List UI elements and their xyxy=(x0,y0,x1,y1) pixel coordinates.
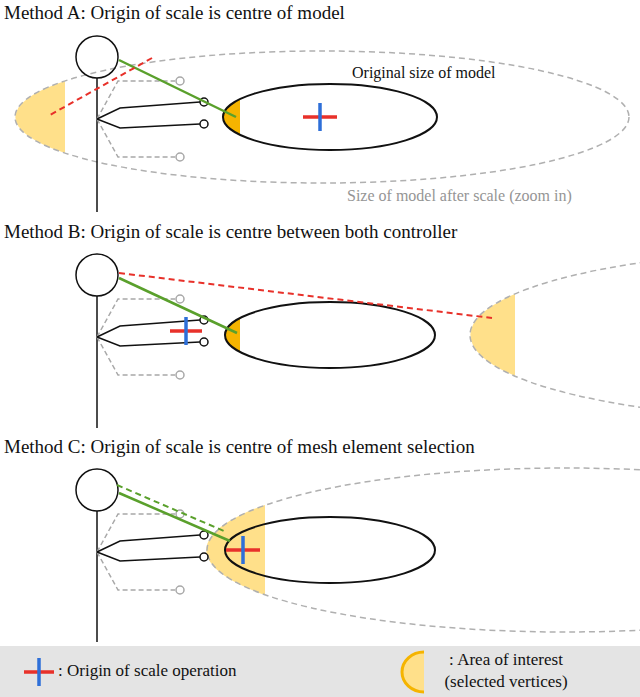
scale-origin xyxy=(241,536,245,564)
view-ray xyxy=(119,278,237,333)
arm xyxy=(97,119,200,128)
view-ray-after xyxy=(50,58,152,115)
controller-before xyxy=(176,153,184,161)
method-a-figure xyxy=(15,36,629,212)
arm-before xyxy=(97,337,175,375)
original-model xyxy=(223,84,437,150)
user-head xyxy=(76,36,118,78)
user-body xyxy=(96,78,98,212)
panel-heading: Method C: Origin of scale is centre of m… xyxy=(4,436,475,459)
controller xyxy=(200,120,208,128)
scale-origin xyxy=(318,103,322,131)
legend-bar xyxy=(0,646,640,697)
controller-before xyxy=(176,371,184,379)
user-head xyxy=(76,254,118,296)
panel-heading: Method A: Origin of scale is centre of m… xyxy=(4,2,345,25)
scaled-model xyxy=(207,468,640,632)
controller-before xyxy=(176,586,184,594)
legend-text: : Area of interest (selected vertices) xyxy=(428,649,584,693)
legend-text: : Origin of scale operation xyxy=(58,661,236,681)
area-of-interest xyxy=(15,81,65,153)
area-symbol xyxy=(402,652,424,692)
arm xyxy=(97,535,200,552)
arm xyxy=(97,552,200,561)
area-symbol xyxy=(402,652,424,692)
method-b-figure xyxy=(76,250,640,428)
origin-symbol xyxy=(37,658,41,686)
view-ray xyxy=(119,493,230,541)
arm-before xyxy=(97,119,175,157)
view-ray-after xyxy=(117,485,224,531)
area-of-interest xyxy=(470,294,515,376)
original-model xyxy=(225,302,435,368)
panel-heading: Method B: Origin of scale is centre betw… xyxy=(4,221,457,244)
arm-before xyxy=(97,552,175,590)
controller-before xyxy=(176,295,184,303)
view-ray xyxy=(119,60,236,117)
scaled-model-label: Size of model after scale (zoom in) xyxy=(347,186,572,205)
method-c-figure xyxy=(76,468,640,642)
scaled-model xyxy=(15,51,629,183)
user-body xyxy=(96,511,98,642)
scale-origin xyxy=(184,317,188,345)
controller xyxy=(200,553,208,561)
controller-before xyxy=(176,77,184,85)
user-body xyxy=(96,296,98,428)
model-label: Original size of model xyxy=(352,63,496,82)
scaled-model xyxy=(470,250,640,420)
view-ray-after xyxy=(119,273,492,318)
original-model xyxy=(225,517,435,583)
arm xyxy=(97,102,200,119)
legend-samples xyxy=(24,652,424,692)
user-head xyxy=(76,469,118,511)
controller xyxy=(200,338,208,346)
